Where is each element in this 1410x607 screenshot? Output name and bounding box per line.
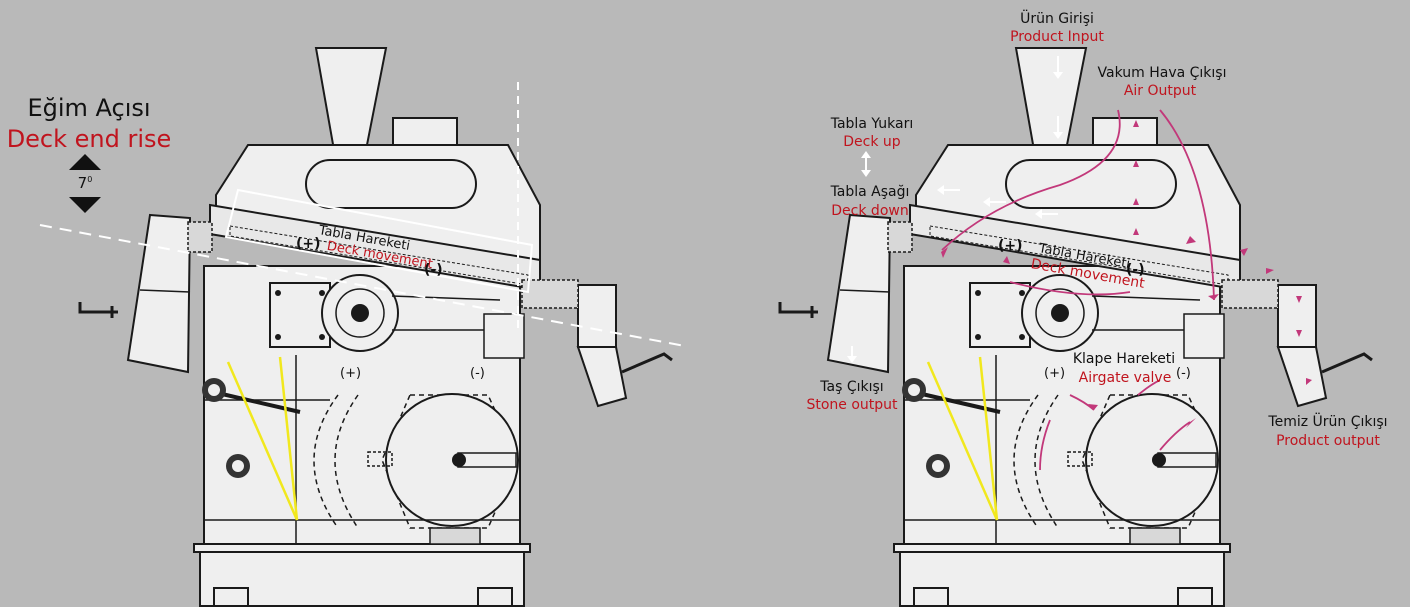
deck-down-label-tr: Tabla Aşağı xyxy=(830,184,910,200)
product-output-label-en: Product output xyxy=(1276,433,1380,449)
angle-reference-line xyxy=(39,224,686,347)
guide-line xyxy=(978,356,999,521)
airgate-minus-label: (-) xyxy=(470,366,485,381)
deck-up-label-en: Deck up xyxy=(843,134,901,150)
deck-angle-label-tr: Eğim Açısı xyxy=(27,94,151,122)
air-output-label-tr: Vakum Hava Çıkışı xyxy=(1097,65,1227,81)
product-output-label-tr: Temiz Ürün Çıkışı xyxy=(1268,414,1388,430)
deck-up-label-tr: Tabla Yukarı xyxy=(830,116,914,132)
deck-plus-label: (+) xyxy=(998,238,1023,254)
guide-line xyxy=(926,361,999,521)
product-input-label-tr: Ürün Girişi xyxy=(1020,11,1094,27)
product-flow-arrows xyxy=(847,56,1063,363)
airgate-plus-label: (+) xyxy=(340,366,362,381)
deck-plus-label: (+) xyxy=(296,236,321,252)
air-flow-arrows xyxy=(941,109,1215,471)
stone-output-label-en: Stone output xyxy=(806,397,898,413)
airgate-label-tr: Klape Hareketi xyxy=(1072,351,1176,367)
deck-minus-label: (-) xyxy=(424,262,443,278)
airgate-plus-label: (+) xyxy=(1044,366,1066,381)
air-output-label-en: Air Output xyxy=(1123,83,1197,99)
deck-outline xyxy=(224,188,534,294)
deck-minus-label: (-) xyxy=(1126,262,1145,278)
air-arrowheads xyxy=(941,120,1312,428)
deck-angle-label-en: Deck end rise xyxy=(6,125,172,153)
airgate-label-en: Airgate valve xyxy=(1078,370,1172,386)
guide-line xyxy=(226,361,299,521)
airgate-minus-label: (-) xyxy=(1176,366,1191,381)
product-input-label-en: Product Input xyxy=(1010,29,1104,45)
stone-output-label-tr: Taş Çıkışı xyxy=(820,379,884,395)
deck-angle-value: 70 xyxy=(77,174,93,192)
arrow-down-icon xyxy=(69,197,101,213)
guide-line xyxy=(278,356,299,521)
deck-down-label-en: Deck down xyxy=(831,203,909,219)
arrow-up-icon xyxy=(69,154,101,170)
